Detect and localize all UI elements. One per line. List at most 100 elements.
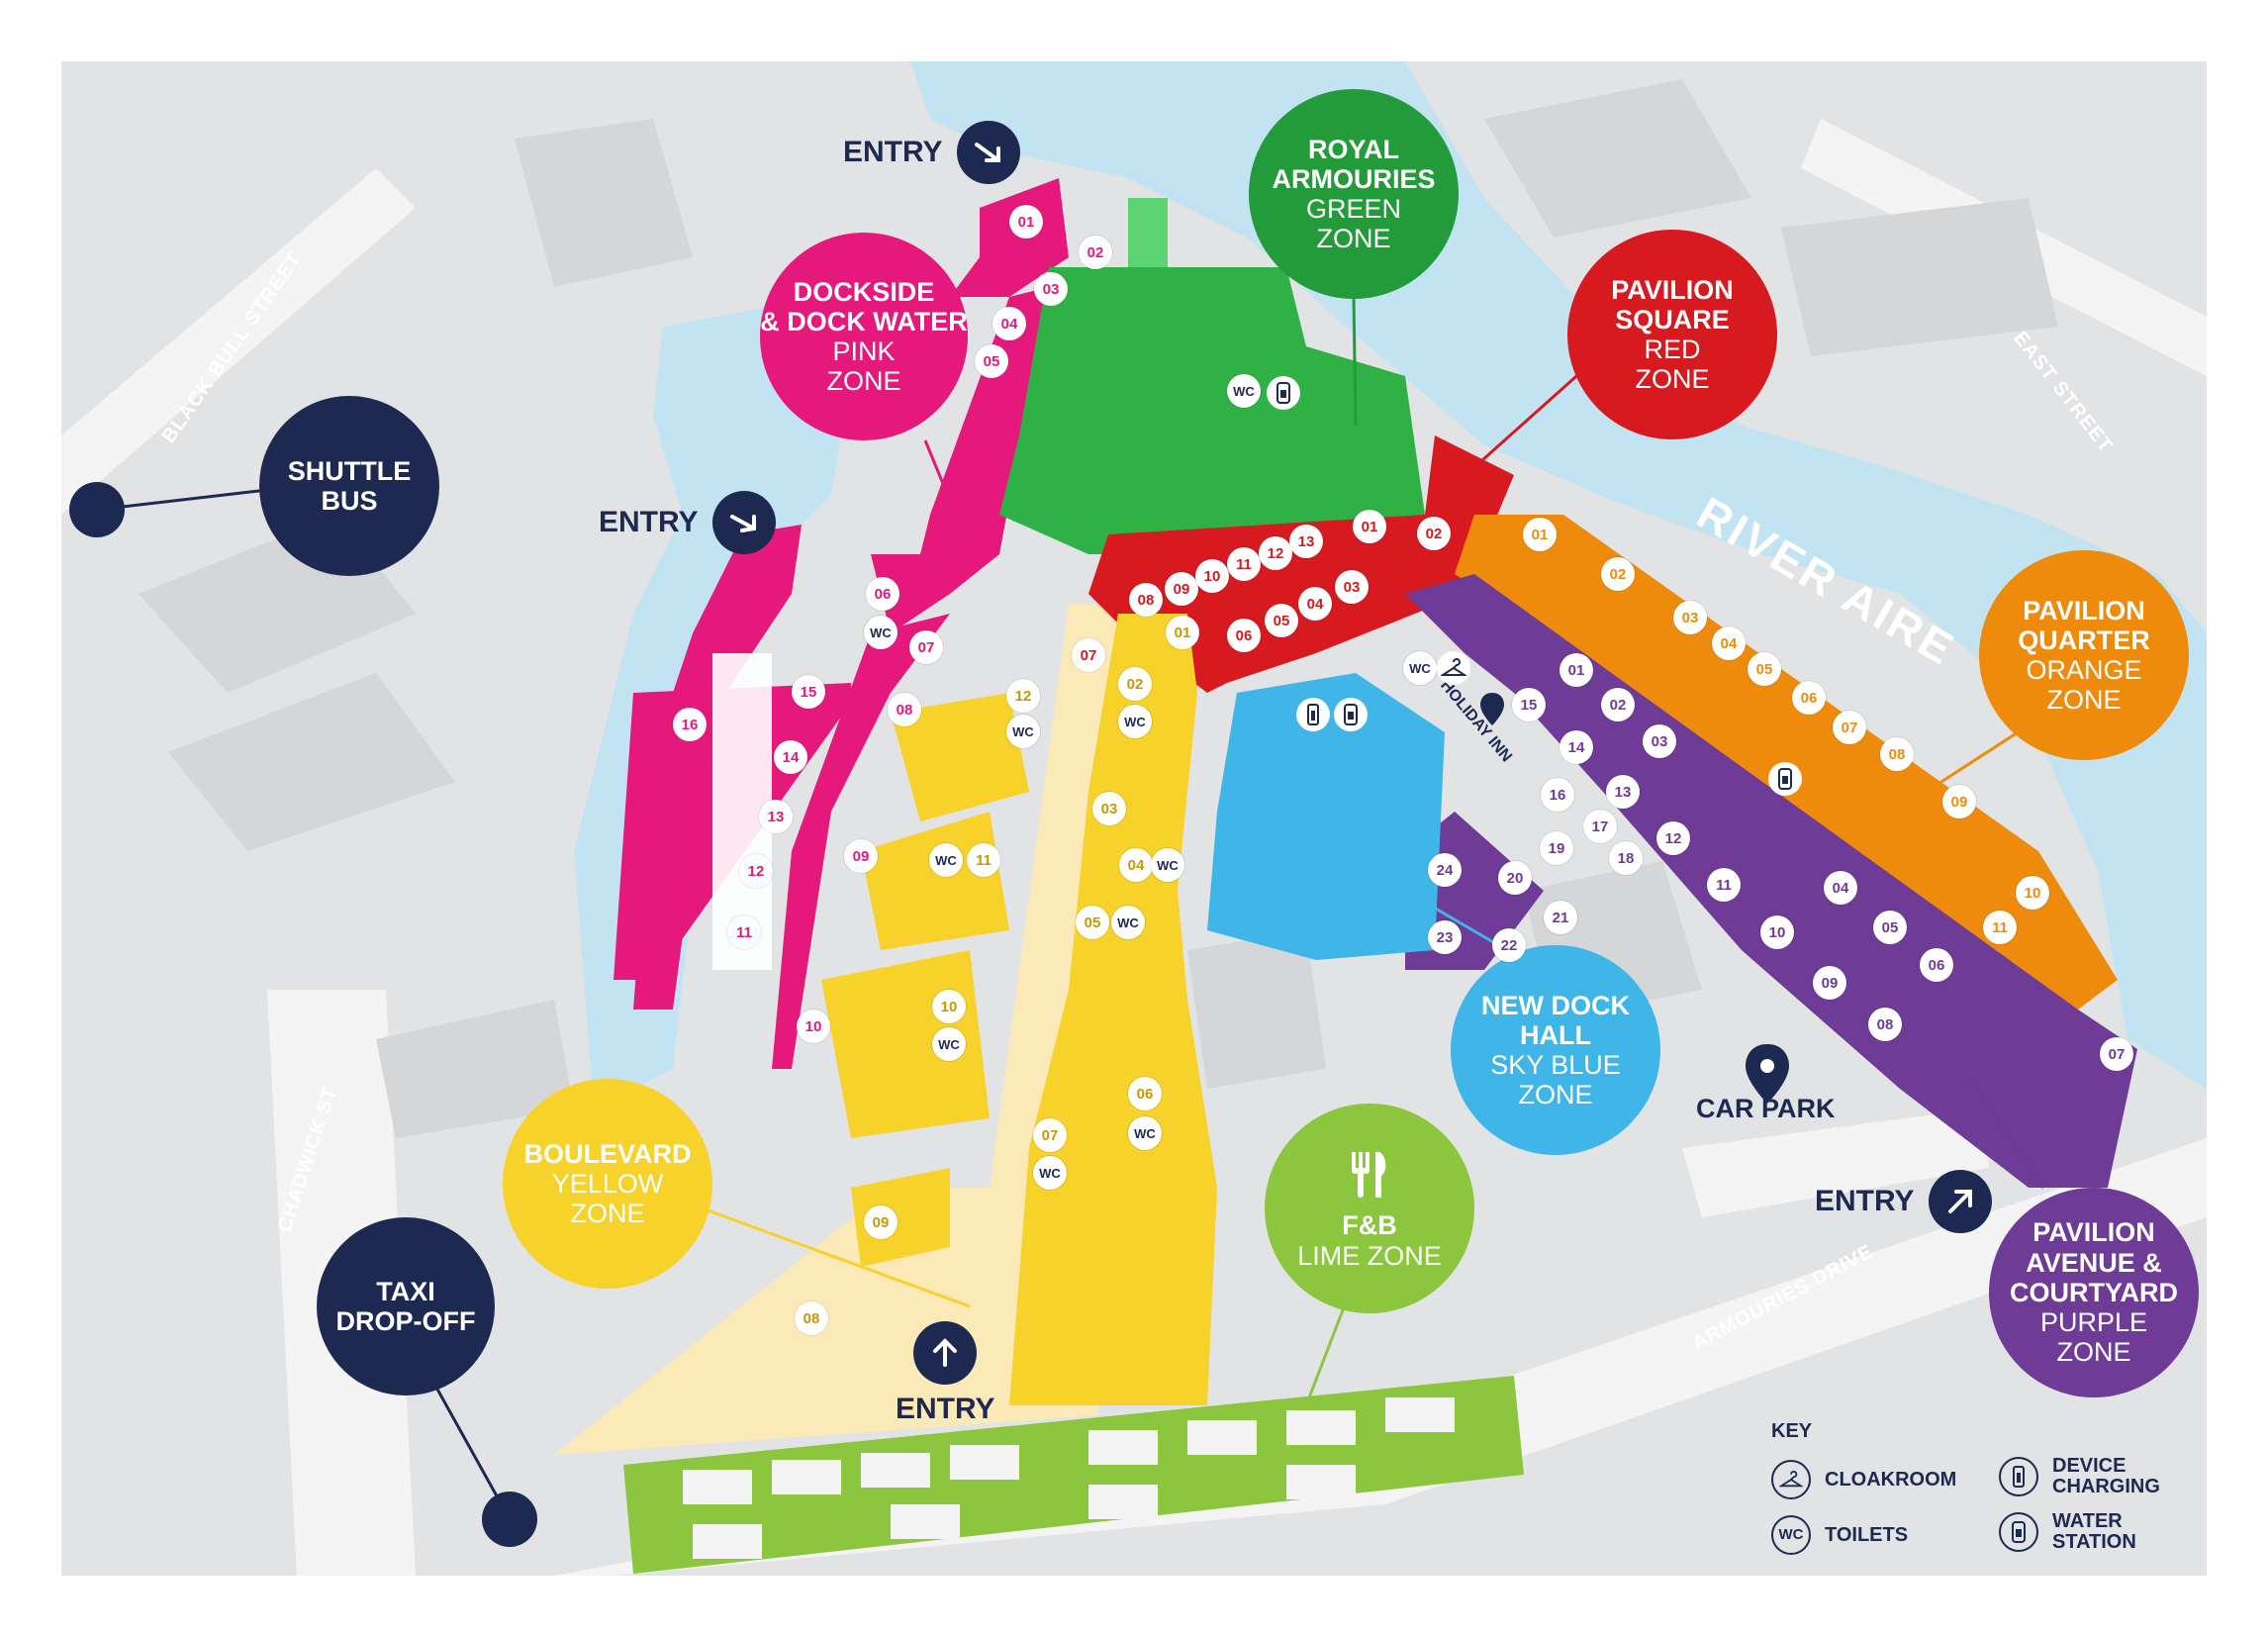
stand-marker[interactable]: 07 bbox=[909, 630, 943, 664]
stand-marker[interactable]: 06 bbox=[866, 577, 899, 611]
stand-marker[interactable]: 09 bbox=[1942, 785, 1976, 818]
stand-marker[interactable]: 04 bbox=[1298, 587, 1332, 621]
cloakroom-icon[interactable] bbox=[1437, 651, 1470, 685]
stand-marker[interactable]: 11 bbox=[1227, 547, 1261, 581]
stand-marker[interactable]: 10 bbox=[1760, 915, 1794, 949]
stand-marker[interactable]: 05 bbox=[1265, 604, 1298, 637]
stand-marker[interactable]: 12 bbox=[1656, 821, 1690, 855]
water-station-icon[interactable] bbox=[1267, 376, 1300, 410]
water-station-icon[interactable] bbox=[1334, 698, 1368, 731]
wc-marker[interactable]: WC bbox=[1118, 705, 1152, 738]
wc-marker[interactable]: WC bbox=[1227, 374, 1261, 408]
stand-marker[interactable]: 03 bbox=[1335, 570, 1369, 604]
stand-marker[interactable]: 03 bbox=[1643, 724, 1676, 758]
stand-marker[interactable]: 16 bbox=[1541, 778, 1574, 812]
stand-marker[interactable]: 02 bbox=[1417, 517, 1451, 550]
stand-marker[interactable]: 08 bbox=[1129, 583, 1163, 617]
zone-bubble-orange[interactable]: PAVILION QUARTER ORANGE ZONE bbox=[1979, 550, 2189, 760]
stand-marker[interactable]: 08 bbox=[888, 693, 921, 726]
stand-marker[interactable]: 07 bbox=[2100, 1037, 2133, 1071]
stand-marker[interactable]: 10 bbox=[2016, 876, 2049, 910]
wc-marker[interactable]: WC bbox=[864, 616, 898, 649]
stand-marker[interactable]: 21 bbox=[1544, 901, 1577, 934]
stand-marker[interactable]: 07 bbox=[1033, 1118, 1067, 1152]
stand-marker[interactable]: 22 bbox=[1492, 928, 1526, 962]
stand-marker[interactable]: 23 bbox=[1428, 920, 1462, 954]
stand-marker[interactable]: 12 bbox=[1259, 536, 1292, 570]
wc-marker[interactable]: WC bbox=[932, 1027, 966, 1061]
stand-marker[interactable]: 03 bbox=[1034, 272, 1068, 306]
stand-marker[interactable]: 04 bbox=[1119, 848, 1153, 882]
wc-marker[interactable]: WC bbox=[1006, 715, 1040, 748]
stand-marker[interactable]: 17 bbox=[1583, 810, 1617, 843]
stand-marker[interactable]: 14 bbox=[1559, 730, 1593, 764]
stand-marker[interactable]: 01 bbox=[1353, 510, 1386, 543]
stand-marker[interactable]: 13 bbox=[1606, 775, 1640, 809]
stand-marker[interactable]: 10 bbox=[1195, 559, 1229, 593]
stand-marker[interactable]: 20 bbox=[1498, 861, 1532, 895]
stand-marker[interactable]: 05 bbox=[1076, 906, 1109, 939]
stand-marker[interactable]: 01 bbox=[1009, 205, 1043, 239]
stand-marker[interactable]: 15 bbox=[792, 675, 825, 709]
device-charging-icon[interactable] bbox=[1296, 698, 1330, 731]
water-station-icon[interactable] bbox=[1768, 762, 1802, 796]
stand-marker[interactable]: 13 bbox=[759, 800, 793, 833]
stand-marker[interactable]: 05 bbox=[1873, 911, 1907, 944]
stand-marker[interactable]: 03 bbox=[1673, 601, 1707, 634]
taxi-bubble[interactable]: TAXI DROP-OFF bbox=[317, 1217, 495, 1396]
stand-marker[interactable]: 09 bbox=[864, 1205, 898, 1239]
stand-marker[interactable]: 08 bbox=[1880, 737, 1914, 771]
wc-marker[interactable]: WC bbox=[1111, 906, 1145, 939]
stand-marker[interactable]: 09 bbox=[1165, 572, 1198, 606]
stand-marker[interactable]: 24 bbox=[1428, 853, 1462, 887]
stand-marker[interactable]: 11 bbox=[1707, 868, 1741, 902]
wc-marker[interactable]: WC bbox=[1033, 1156, 1067, 1190]
entry-top[interactable]: ENTRY bbox=[843, 121, 1020, 184]
stand-marker[interactable]: 13 bbox=[1289, 525, 1323, 558]
stand-marker[interactable]: 06 bbox=[1128, 1077, 1162, 1110]
zone-bubble-lime[interactable]: F&B LIME ZONE bbox=[1265, 1104, 1474, 1313]
stand-marker[interactable]: 08 bbox=[1868, 1008, 1902, 1041]
stand-marker[interactable]: 09 bbox=[1813, 966, 1846, 1000]
stand-marker[interactable]: 11 bbox=[727, 915, 761, 949]
stand-marker[interactable]: 07 bbox=[1833, 711, 1866, 744]
stand-marker[interactable]: 05 bbox=[975, 344, 1008, 378]
wc-marker[interactable]: WC bbox=[1128, 1116, 1162, 1150]
stand-marker[interactable]: 04 bbox=[1824, 871, 1857, 905]
stand-marker[interactable]: 06 bbox=[1920, 948, 1953, 982]
stand-marker[interactable]: 16 bbox=[673, 708, 707, 741]
stand-marker[interactable]: 02 bbox=[1079, 236, 1112, 269]
stand-marker[interactable]: 01 bbox=[1523, 518, 1557, 551]
zone-bubble-purple[interactable]: PAVILION AVENUE & COURTYARD PURPLE ZONE bbox=[1989, 1188, 2199, 1397]
stand-marker[interactable]: 01 bbox=[1166, 616, 1199, 649]
stand-marker[interactable]: 12 bbox=[739, 854, 773, 888]
stand-marker[interactable]: 06 bbox=[1792, 681, 1826, 715]
wc-marker[interactable]: WC bbox=[929, 843, 963, 877]
entry-bottom[interactable]: ENTRY bbox=[896, 1321, 995, 1426]
stand-marker[interactable]: 02 bbox=[1601, 688, 1635, 722]
stand-marker[interactable]: 11 bbox=[967, 843, 1000, 877]
zone-bubble-green[interactable]: ROYAL ARMOURIES GREEN ZONE bbox=[1249, 89, 1459, 299]
entry-right[interactable]: ENTRY bbox=[1815, 1170, 1992, 1233]
stand-marker[interactable]: 15 bbox=[1512, 688, 1546, 722]
stand-marker[interactable]: 14 bbox=[774, 740, 807, 774]
wc-marker[interactable]: WC bbox=[1403, 651, 1437, 685]
stand-marker[interactable]: 05 bbox=[1748, 652, 1781, 686]
stand-marker[interactable]: 11 bbox=[1983, 911, 2017, 944]
stand-marker[interactable]: 01 bbox=[1559, 653, 1593, 687]
entry-left[interactable]: ENTRY bbox=[599, 491, 776, 554]
stand-marker[interactable]: 19 bbox=[1540, 831, 1573, 865]
stand-marker[interactable]: 10 bbox=[932, 990, 966, 1023]
stand-marker[interactable]: 04 bbox=[1712, 626, 1746, 660]
wc-marker[interactable]: WC bbox=[1151, 848, 1184, 882]
shuttle-bus-bubble[interactable]: SHUTTLE BUS bbox=[259, 396, 439, 576]
stand-marker[interactable]: 02 bbox=[1601, 557, 1635, 591]
zone-bubble-pink[interactable]: DOCKSIDE & DOCK WATER PINK ZONE bbox=[760, 233, 968, 440]
stand-marker[interactable]: 04 bbox=[992, 307, 1026, 340]
zone-bubble-skyblue[interactable]: NEW DOCK HALL SKY BLUE ZONE bbox=[1451, 945, 1660, 1155]
zone-bubble-red[interactable]: PAVILION SQUARE RED ZONE bbox=[1567, 230, 1777, 439]
stand-marker[interactable]: 07 bbox=[1072, 638, 1105, 672]
zone-bubble-yellow[interactable]: BOULEVARD YELLOW ZONE bbox=[503, 1079, 712, 1289]
stand-marker[interactable]: 06 bbox=[1227, 619, 1261, 652]
stand-marker[interactable]: 03 bbox=[1092, 792, 1126, 825]
